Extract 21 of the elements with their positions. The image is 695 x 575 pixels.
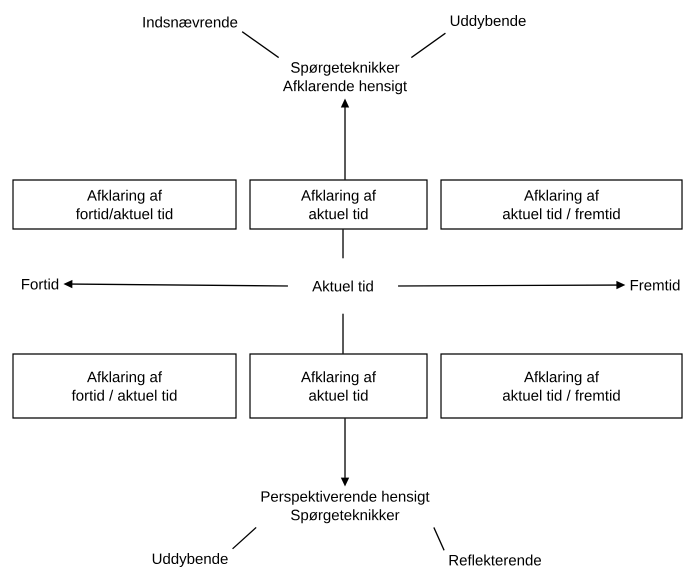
text-box: Afklaring af fortid/aktuel tid bbox=[12, 179, 237, 230]
text-box: Afklaring af aktuel tid / fremtid bbox=[440, 353, 683, 419]
connector-line bbox=[433, 527, 445, 551]
connector-line bbox=[410, 32, 446, 58]
node-label: Spørgeteknikker Afklarende hensigt bbox=[282, 62, 407, 94]
text-box: Afklaring af fortid / aktuel tid bbox=[12, 353, 237, 419]
node-label: Fremtid bbox=[630, 280, 680, 290]
text-box: Afklaring af aktuel tid bbox=[249, 179, 428, 230]
node-label: Uddybende bbox=[152, 553, 228, 567]
node-label: Aktuel tid bbox=[312, 280, 373, 292]
node-label: Uddybende bbox=[450, 15, 526, 29]
connector-line bbox=[232, 526, 257, 550]
node-label: Indsnævrende bbox=[143, 16, 238, 28]
text-box: Afklaring af aktuel tid bbox=[249, 353, 428, 419]
node-label: Fortid bbox=[22, 278, 58, 290]
connector-line bbox=[342, 314, 344, 354]
text-box: Afklaring af aktuel tid / fremtid bbox=[440, 179, 683, 230]
node-label: Reflekterende bbox=[450, 554, 542, 566]
connector-line bbox=[242, 31, 280, 58]
connector-line bbox=[342, 230, 344, 258]
node-label: Perspektiverende hensigt Spørgeteknikker bbox=[262, 490, 430, 524]
